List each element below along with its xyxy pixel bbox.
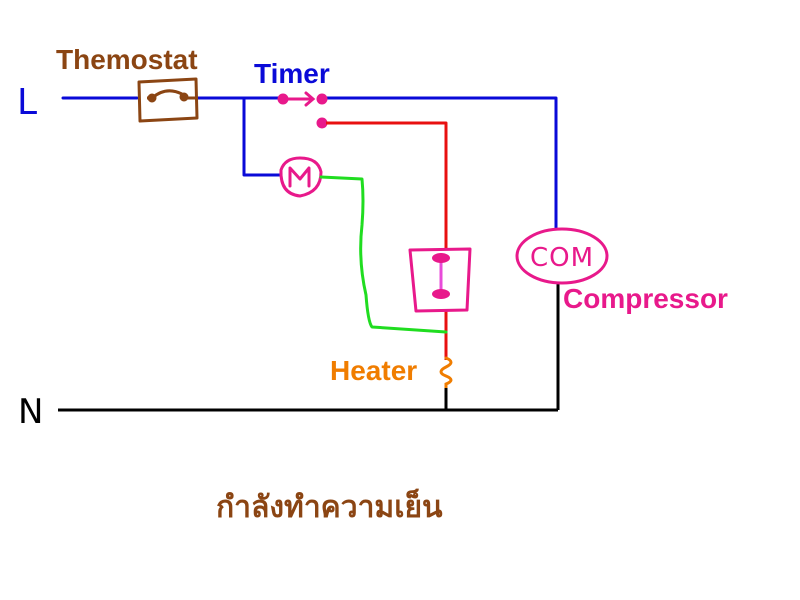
- line-label: L: [17, 82, 38, 123]
- motor-wire: [319, 175, 448, 334]
- heater-coil-icon: [439, 356, 453, 390]
- timer-label: Timer: [254, 58, 330, 89]
- status-caption: กำลังทำความเย็น: [216, 490, 443, 525]
- motor-icon: [279, 156, 323, 198]
- bimetal-fuse-icon: [408, 247, 472, 313]
- thermostat-label: Themostat: [56, 44, 198, 75]
- defrost-wire: [326, 121, 448, 360]
- thermostat-switch-icon: [137, 77, 199, 123]
- compressor-icon: COM: [515, 227, 609, 285]
- timer-switch-icon: [277, 91, 328, 129]
- neutral-wire: [58, 276, 560, 412]
- line-wire: [61, 96, 558, 238]
- compressor-symbol: COM: [530, 243, 594, 273]
- neutral-label: N: [18, 392, 44, 432]
- compressor-label: Compressor: [563, 283, 728, 314]
- heater-label: Heater: [330, 355, 418, 386]
